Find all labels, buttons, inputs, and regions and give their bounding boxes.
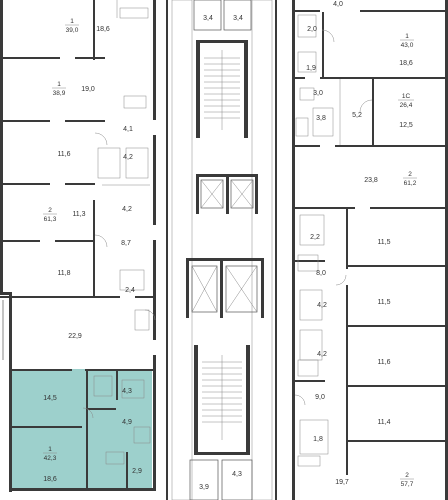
room-area: 3,9 — [199, 484, 209, 491]
room-area: 4,1 — [123, 126, 133, 133]
room-area: 19,7 — [335, 479, 349, 486]
room-area: 18,6 — [43, 476, 57, 483]
apartment-markers: 1 39,0 1 38,9 2 61,3 1 42,3 1 43,0 1С 26… — [43, 18, 417, 488]
room-area: 22,9 — [68, 333, 82, 340]
apartment-area: 43,0 — [401, 42, 414, 49]
room-area: 19,0 — [81, 86, 95, 93]
right-block-details — [294, 14, 373, 467]
left-block-details — [2, 0, 156, 465]
room-area: 11,5 — [377, 299, 390, 306]
room-area: 11,6 — [57, 151, 70, 158]
room-area: 9,0 — [315, 394, 325, 401]
room-area: 14,5 — [43, 395, 57, 402]
room-area: 3,0 — [313, 90, 323, 97]
room-area: 18,6 — [399, 60, 413, 67]
room-area: 4,2 — [123, 154, 133, 161]
room-area: 5,2 — [352, 112, 362, 119]
apartment-marker[interactable]: 1 42,3 — [43, 446, 57, 462]
apartment-area: 61,2 — [404, 180, 417, 187]
apartment-marker[interactable]: 1 39,0 — [65, 18, 79, 34]
apartment-rooms: 1С — [402, 93, 411, 100]
apartment-rooms: 1 — [48, 446, 52, 453]
room-area: 3,8 — [316, 115, 326, 122]
room-area: 4,2 — [317, 302, 327, 309]
room-area: 2,2 — [310, 234, 320, 241]
apartment-rooms: 2 — [405, 472, 409, 479]
apartment-area: 42,3 — [44, 455, 57, 462]
room-area: 11,8 — [57, 270, 70, 277]
left-block-walls — [0, 0, 156, 492]
apartment-rooms: 1 — [405, 33, 409, 40]
room-area: 3,4 — [233, 15, 243, 22]
room-area: 4,2 — [317, 351, 327, 358]
room-area: 4,0 — [333, 1, 343, 8]
room-area: 11,6 — [377, 359, 390, 366]
room-area: 11,5 — [377, 239, 390, 246]
apartment-marker[interactable]: 2 61,3 — [43, 207, 57, 223]
stair-treads-top — [204, 50, 240, 130]
central-core — [166, 0, 277, 500]
room-area: 12,5 — [399, 122, 413, 129]
room-area: 2,9 — [132, 468, 142, 475]
apartment-rooms: 2 — [48, 207, 52, 214]
apartment-rooms: 2 — [408, 171, 412, 178]
highlighted-apartment[interactable] — [11, 369, 152, 489]
stair-treads-bottom — [202, 355, 242, 440]
apartment-marker[interactable]: 1 38,9 — [52, 81, 66, 97]
room-area: 18,6 — [96, 26, 110, 33]
apartment-marker[interactable]: 1С 26,4 — [398, 93, 414, 109]
room-area: 11,4 — [377, 419, 390, 426]
room-area: 4,3 — [122, 388, 132, 395]
apartment-area: 61,3 — [44, 216, 57, 223]
room-area: 8,0 — [316, 270, 326, 277]
room-area: 8,7 — [121, 240, 131, 247]
apartment-area: 39,0 — [66, 27, 79, 34]
room-area: 2,4 — [125, 287, 135, 294]
apartment-marker[interactable]: 1 43,0 — [400, 33, 414, 49]
apartment-rooms: 1 — [57, 81, 61, 88]
room-area: 4,2 — [122, 206, 132, 213]
apartment-rooms: 1 — [70, 18, 74, 25]
room-area: 11,3 — [72, 211, 85, 218]
right-block-walls — [292, 0, 448, 500]
apartment-area: 57,7 — [401, 481, 414, 488]
room-area: 23,8 — [364, 177, 378, 184]
room-area: 4,9 — [122, 419, 132, 426]
apartment-area: 26,4 — [400, 102, 413, 109]
apartment-marker[interactable]: 2 57,7 — [400, 472, 414, 488]
room-area: 1,8 — [313, 436, 323, 443]
room-area: 1,9 — [306, 65, 316, 72]
room-area: 3,4 — [203, 15, 213, 22]
apartment-area: 38,9 — [53, 90, 66, 97]
apartment-marker[interactable]: 2 61,2 — [403, 171, 417, 187]
room-area: 4,3 — [232, 471, 242, 478]
room-labels: 18,6 19,0 4,1 11,6 4,2 4,2 11,3 8,7 11,8… — [43, 1, 413, 491]
room-area: 2,0 — [307, 26, 317, 33]
